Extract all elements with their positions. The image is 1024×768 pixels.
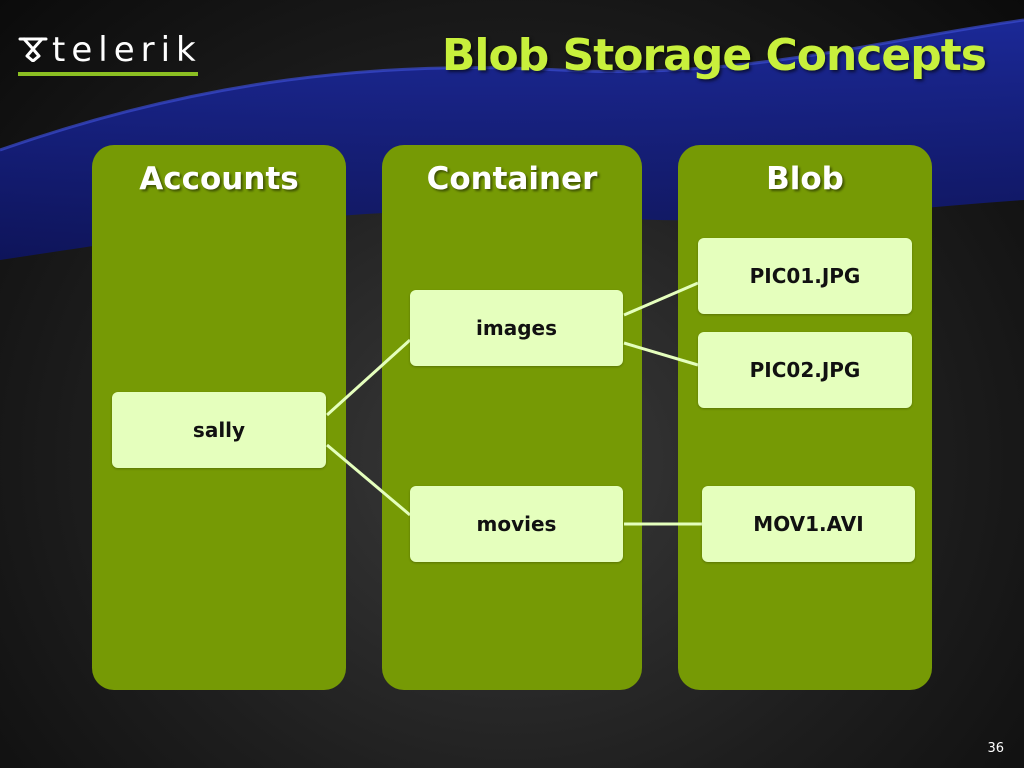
slide-title: Blob Storage Concepts	[441, 30, 987, 81]
container-column: Container	[382, 145, 642, 690]
slide-number: 36	[987, 741, 1004, 756]
telerik-mark-icon	[18, 37, 48, 62]
accounts-heading: Accounts	[139, 161, 299, 197]
blob-heading: Blob	[766, 161, 844, 197]
container-heading: Container	[426, 161, 598, 197]
blob-item-pic01: PIC01.JPG	[698, 238, 912, 314]
account-item-sally: sally	[112, 392, 326, 468]
logo-text: telerik	[52, 30, 202, 70]
blob-column: Blob	[678, 145, 932, 690]
container-item-images: images	[410, 290, 623, 366]
telerik-logo: telerik	[18, 30, 198, 78]
blob-item-mov1: MOV1.AVI	[702, 486, 915, 562]
logo-underline	[18, 72, 198, 76]
blob-item-pic02: PIC02.JPG	[698, 332, 912, 408]
container-item-movies: movies	[410, 486, 623, 562]
